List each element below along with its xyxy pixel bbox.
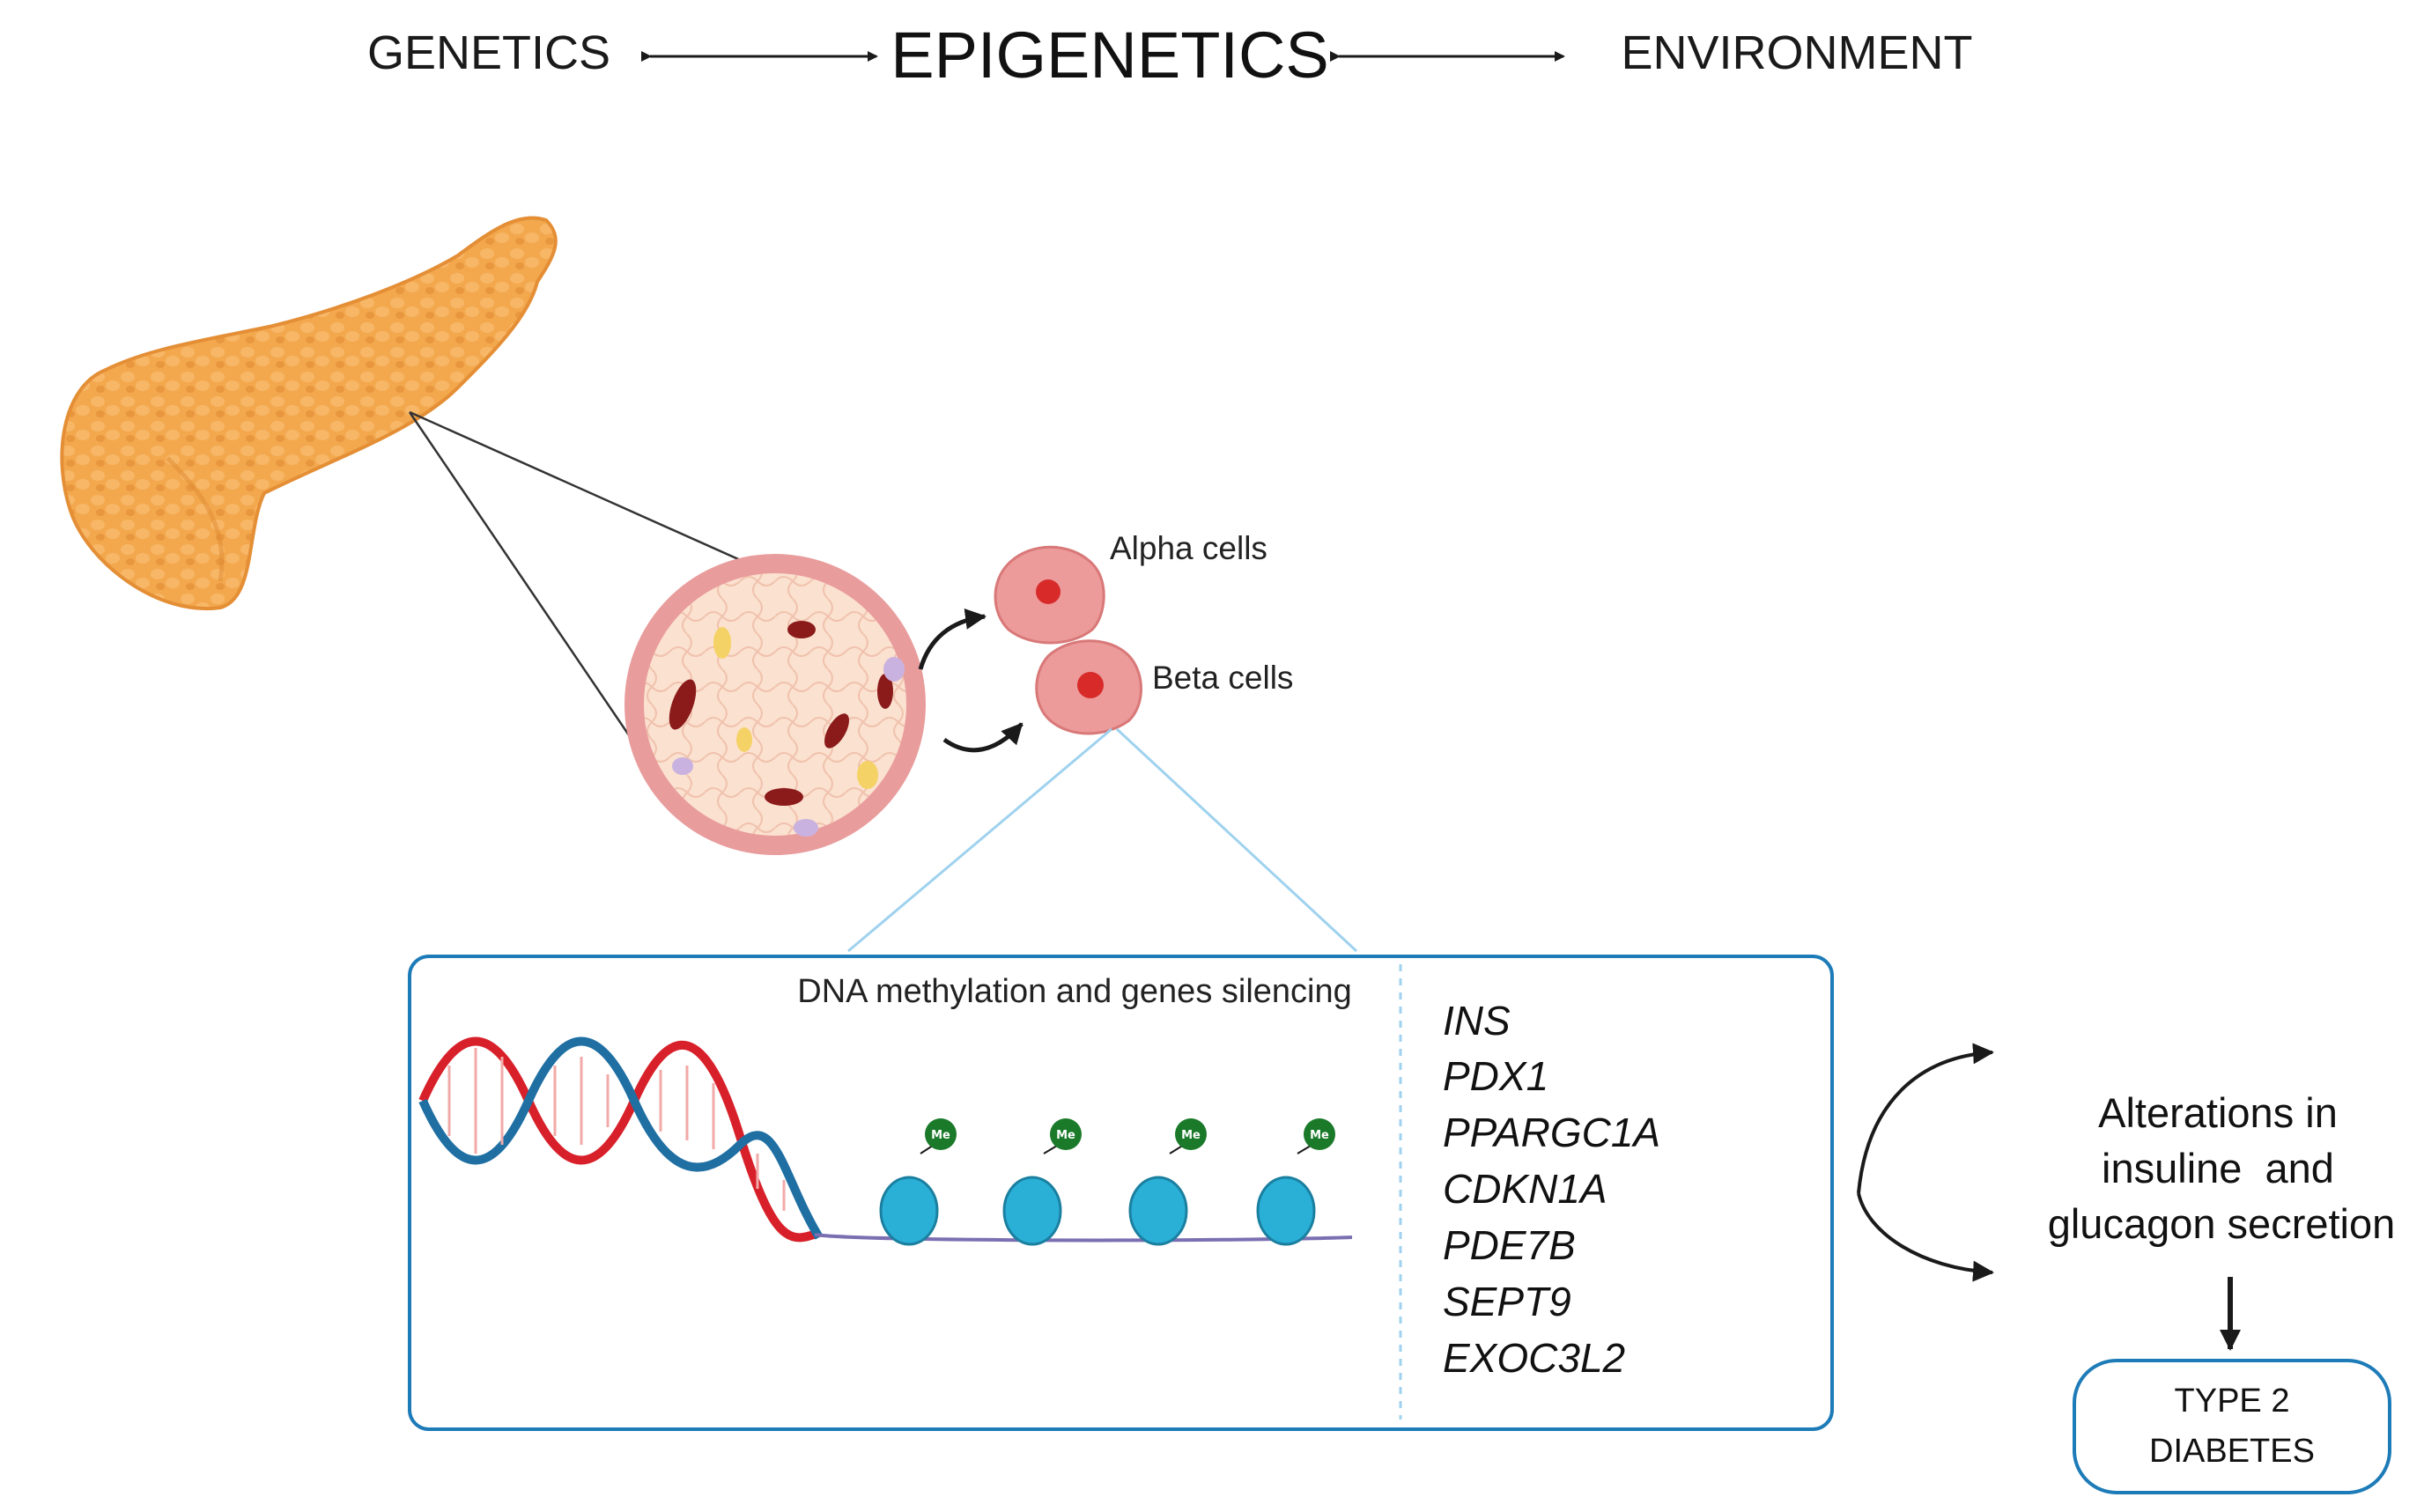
zoom-line-lower: [408, 411, 661, 780]
alpha-cell: [994, 545, 1105, 645]
methyl-group-icon: [1050, 1118, 1082, 1150]
type2-diabetes-line-1: TYPE 2: [2175, 1383, 2290, 1420]
svg-text:Me: Me: [931, 1129, 950, 1142]
nucleosomes: Me Me Me Me: [879, 1118, 1335, 1246]
alpha-cells-label: Alpha cells: [1110, 530, 1267, 566]
beta-cell: [1035, 639, 1142, 735]
methylation-title: DNA methylation and genes silencing: [797, 973, 1352, 1010]
outcome-line: insuline and: [2102, 1145, 2334, 1191]
nucleosome-2: Me: [1002, 1118, 1082, 1246]
beta-zoom-line-right: [1115, 727, 1358, 953]
outcome-line: glucagon secretion: [2048, 1200, 2396, 1247]
gene-item: PDE7B: [1443, 1222, 1576, 1268]
box-to-outcome-arrow-lower: [1857, 1192, 1994, 1282]
environment-label: ENVIRONMENT: [1621, 26, 1972, 79]
gene-item: SEPT9: [1443, 1279, 1571, 1324]
nucleosome-4: Me: [1256, 1118, 1335, 1246]
epigenetics-title: EPIGENETICS: [891, 18, 1329, 92]
pancreatic-islet: [624, 554, 926, 855]
beta-cells-label: Beta cells: [1152, 660, 1293, 696]
gene-item: PPARGC1A: [1443, 1110, 1660, 1155]
pancreas-illustration: [60, 216, 558, 611]
beta-zoom-line-left: [847, 727, 1112, 953]
islet-to-beta-arrow: [942, 722, 1024, 753]
outcome-text: Alterations in insuline and glucagon sec…: [2048, 1089, 2396, 1247]
methyl-group-icon: [1175, 1118, 1207, 1150]
header: GENETICS EPIGENETICS ENVIRONMENT: [367, 18, 1973, 92]
svg-text:Me: Me: [1056, 1129, 1075, 1142]
islet-to-alpha-arrow: [918, 608, 987, 670]
methyl-group-icon: [925, 1118, 957, 1150]
gene-list: INS PDX1 PPARGC1A CDKN1A PDE7B SEPT9 EXO…: [1443, 998, 1660, 1381]
type2-diabetes-line-2: DIABETES: [2149, 1433, 2315, 1470]
gene-item: INS: [1443, 998, 1511, 1044]
type2-diabetes-box: [2073, 1359, 2391, 1494]
methylation-box: [408, 955, 1834, 1431]
genetics-label: GENETICS: [367, 26, 610, 79]
nucleosome-3: Me: [1128, 1118, 1207, 1246]
gene-item: CDKN1A: [1443, 1166, 1607, 1212]
methyl-group-icon: [1304, 1118, 1335, 1150]
nucleosome-1: Me: [879, 1118, 957, 1246]
svg-text:Me: Me: [1181, 1129, 1201, 1142]
svg-text:Me: Me: [1310, 1129, 1329, 1142]
gene-item: PDX1: [1443, 1053, 1548, 1099]
dna-helix: [418, 1036, 1353, 1243]
outcome-line: Alterations in: [2098, 1089, 2338, 1136]
box-to-outcome-arrow-upper: [1857, 1043, 1994, 1194]
gene-item: EXOC3L2: [1443, 1335, 1625, 1381]
